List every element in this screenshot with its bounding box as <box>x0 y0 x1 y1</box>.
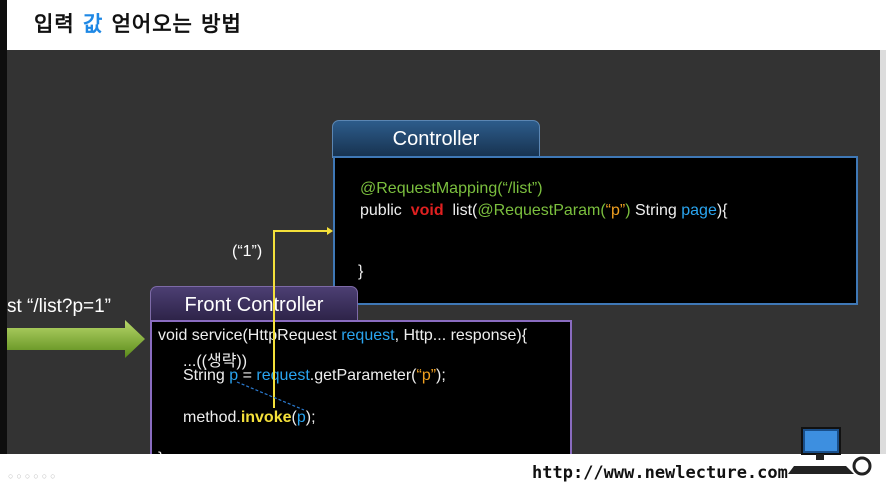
request-url-text: st “/list?p=1” <box>7 296 112 317</box>
front-controller-box <box>150 320 572 473</box>
title-part-1: 입력 <box>34 12 83 36</box>
title-bar <box>0 0 886 50</box>
computer-logo-icon <box>788 427 872 476</box>
controller-line-2: public void list(@RequestParam(“p”) Stri… <box>360 202 728 219</box>
controller-line-1: @RequestMapping(“/list”) <box>360 180 543 198</box>
invoke-arrowhead <box>327 227 333 235</box>
request-mapping-annotation: @RequestMapping(“/list”) <box>360 180 543 197</box>
request-arrow <box>7 320 145 358</box>
stage-right-edge <box>880 50 886 454</box>
param-link-dashed <box>236 381 305 411</box>
title-part-2: 얻어오는 방법 <box>103 12 242 36</box>
invoke-connector <box>273 230 327 408</box>
front-controller-tab: Front Controller <box>150 286 358 324</box>
front-line-2: ...((생략)) <box>183 353 248 370</box>
controller-close-brace: } <box>358 263 364 280</box>
slide-nav-dots[interactable]: ○○○○○○ <box>8 471 59 481</box>
front-line-4: method.invoke(p); <box>183 409 316 426</box>
title-highlight: 값 <box>82 12 104 36</box>
front-line-3: String p = request.getParameter(“p”); <box>183 367 446 384</box>
footer-url: http://www.newlecture.com <box>532 463 788 483</box>
front-line-1: void service(HttpRequest request, Http..… <box>158 327 528 344</box>
controller-box <box>333 156 858 305</box>
slide-title: 입력 값 얻어오는 방법 <box>34 8 242 38</box>
footer <box>0 454 886 482</box>
left-edge <box>0 0 7 482</box>
argument-label: (“1”) <box>232 243 263 260</box>
